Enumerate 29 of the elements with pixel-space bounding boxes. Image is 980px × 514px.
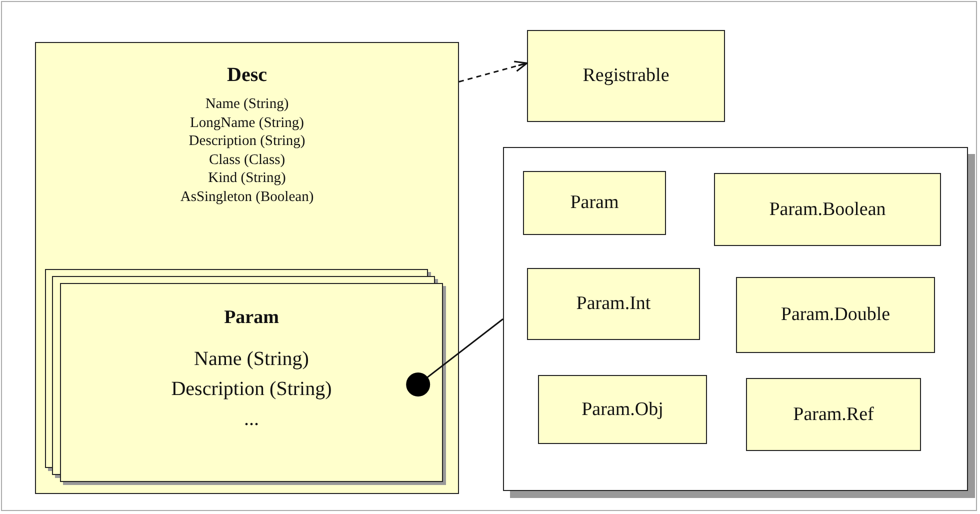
class-name: Param.Int [576,293,651,315]
class-name: Param [224,306,279,330]
class-box [746,378,921,451]
attribute-text: Class (Class) [208,150,286,169]
attribute-text: ... [244,407,259,432]
attribute-text: LongName (String) [190,114,304,132]
class-name: Registrable [582,65,670,87]
class-name: Param.Double [780,304,890,326]
class-box [538,375,707,444]
class-card [60,283,443,482]
class-name: Desc [227,63,267,87]
class-box [523,171,666,235]
class-name: Param.Ref [793,404,874,426]
attribute-text: Description (String) [171,377,332,402]
class-box [527,268,700,340]
class-name: Param [570,192,619,214]
class-name: Param.Boolean [769,198,886,220]
class-box [35,42,459,494]
attribute-text: Description (String) [188,132,306,150]
dashed-arrow [458,60,528,82]
aggregation-line [406,318,504,396]
class-box [714,173,941,246]
attribute-text: Kind (String) [208,169,286,188]
class-name: Param.Obj [582,398,664,420]
attribute-text: Name (String) [205,95,289,114]
attribute-text: Name (String) [194,347,309,372]
interface-box [527,30,725,122]
attribute-text: AsSingleton (Boolean) [180,188,314,206]
class-box [736,277,935,353]
